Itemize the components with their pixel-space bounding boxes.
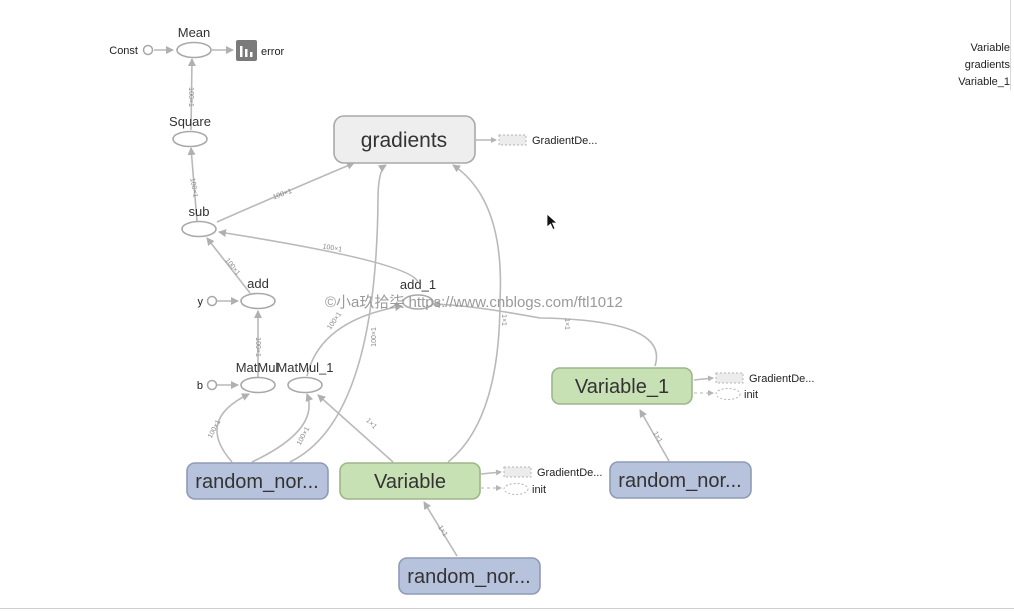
watermark-text: ©小a玖拾柒 https://www.cnblogs.com/ftl1012 bbox=[325, 294, 623, 311]
edge-variable-aux bbox=[480, 469, 502, 476]
edge-label-square-mean: 100×1 bbox=[187, 87, 194, 107]
aux-node-init-variable-label: init bbox=[532, 484, 546, 496]
edge-square-mean bbox=[187, 58, 196, 131]
meta-node-random-normal-2-label: random_nor... bbox=[407, 566, 530, 588]
op-node-matmul[interactable]: MatMul bbox=[236, 360, 279, 394]
meta-node-variable-1[interactable]: Variable_1 bbox=[551, 367, 693, 405]
edge-variable-matmul1 bbox=[317, 394, 394, 463]
edge-add-sub bbox=[206, 237, 251, 294]
op-node-const[interactable]: Const bbox=[109, 44, 154, 57]
edge-random1-matmul bbox=[216, 393, 250, 463]
op-node-add-1-label: add_1 bbox=[400, 277, 436, 292]
op-node-const-label: Const bbox=[109, 45, 138, 57]
aux-node-gradient-descent-gradients-label: GradientDe... bbox=[532, 135, 597, 147]
meta-node-variable[interactable]: Variable bbox=[339, 462, 481, 500]
legend-item-variable-1[interactable]: Variable_1 bbox=[958, 76, 1010, 88]
edge-label-random1-matmul1: 100×1 bbox=[296, 426, 311, 447]
meta-node-gradients[interactable]: gradients bbox=[333, 115, 476, 164]
edge-random2-variable bbox=[423, 501, 458, 557]
legend-panel: Variable gradients Variable_1 bbox=[958, 40, 1010, 91]
edge-variable1-aux bbox=[693, 375, 714, 382]
meta-node-random-normal-3-label: random_nor... bbox=[618, 470, 741, 492]
op-node-b-label: b bbox=[197, 380, 203, 392]
aux-node-gradient-descent-variable[interactable]: GradientDe... bbox=[503, 466, 602, 479]
edge-random1-gradients bbox=[289, 164, 387, 463]
meta-node-random-normal-1-label: random_nor... bbox=[195, 471, 318, 493]
edge-label-matmul-add: 100×1 bbox=[254, 337, 261, 357]
op-node-add[interactable]: add bbox=[240, 276, 276, 310]
edge-label-random3-variable1: 1×1 bbox=[651, 430, 663, 444]
edge-random3-variable1 bbox=[639, 409, 670, 462]
edge-label-sub-square: 100×1 bbox=[188, 177, 198, 198]
edge-label-random1-gradients: 100×1 bbox=[371, 327, 378, 347]
edge-label-random1-matmul: 100×1 bbox=[207, 419, 222, 440]
op-node-mean[interactable]: Mean bbox=[176, 25, 212, 59]
aux-node-init-variable-1[interactable]: init bbox=[715, 388, 758, 402]
op-node-square-label: Square bbox=[169, 114, 211, 129]
op-node-y-label: y bbox=[198, 296, 204, 308]
op-node-add-label: add bbox=[247, 276, 269, 291]
panel-divider bbox=[1010, 0, 1011, 90]
meta-node-gradients-label: gradients bbox=[361, 129, 447, 152]
meta-node-variable-label: Variable bbox=[374, 471, 446, 493]
edge-label-variable-gradients: 1×1 bbox=[500, 314, 507, 326]
aux-node-gradient-descent-gradients[interactable]: GradientDe... bbox=[498, 134, 597, 147]
meta-node-random-normal-1[interactable]: random_nor... bbox=[186, 462, 329, 500]
meta-node-variable-1-label: Variable_1 bbox=[575, 376, 669, 398]
legend-item-gradients[interactable]: gradients bbox=[964, 59, 1010, 71]
op-node-matmul-1[interactable]: MatMul_1 bbox=[276, 360, 334, 394]
meta-node-random-normal-2[interactable]: random_nor... bbox=[398, 557, 541, 595]
meta-node-random-normal-3[interactable]: random_nor... bbox=[609, 461, 752, 499]
op-node-matmul-label: MatMul bbox=[236, 360, 279, 375]
edge-label-add-sub: 100×1 bbox=[223, 257, 241, 277]
op-node-mean-label: Mean bbox=[178, 25, 211, 40]
summary-node-error[interactable]: error bbox=[236, 40, 285, 61]
mouse-cursor-icon bbox=[546, 213, 559, 231]
edge-matmul1-add1 bbox=[306, 303, 403, 377]
edge-random1-matmul1 bbox=[251, 393, 314, 463]
aux-node-gradient-descent-variable-1-label: GradientDe... bbox=[749, 373, 814, 385]
edge-label-sub-gradients: 100×1 bbox=[272, 188, 293, 201]
op-node-matmul-1-label: MatMul_1 bbox=[276, 360, 333, 375]
summary-node-error-label: error bbox=[261, 46, 285, 58]
aux-node-init-variable[interactable]: init bbox=[503, 483, 546, 497]
edge-sub-gradients bbox=[216, 162, 355, 223]
summary-chart-icon bbox=[236, 40, 257, 61]
edge-label-variable1-add1: 1×1 bbox=[563, 318, 570, 330]
edge-label-add1-sub: 100×1 bbox=[322, 243, 343, 253]
aux-node-gradient-descent-variable-label: GradientDe... bbox=[537, 467, 602, 479]
edge-label-variable-matmul1: 1×1 bbox=[364, 417, 377, 430]
op-node-sub-label: sub bbox=[189, 204, 210, 219]
edge-label-random2-variable: 1×1 bbox=[436, 524, 448, 538]
op-node-add-1[interactable]: add_1 bbox=[400, 277, 436, 310]
bottom-border bbox=[0, 608, 1014, 609]
edges bbox=[154, 46, 714, 557]
edge-variable1-add1 bbox=[432, 300, 658, 367]
op-node-sub[interactable]: sub bbox=[181, 204, 217, 238]
aux-node-init-variable-1-label: init bbox=[744, 389, 758, 401]
edge-variable-gradients bbox=[447, 164, 502, 463]
op-node-b[interactable]: b bbox=[197, 379, 218, 392]
op-node-y[interactable]: y bbox=[198, 295, 218, 308]
edge-add1-sub bbox=[218, 229, 419, 283]
edge-sub-square bbox=[187, 147, 198, 222]
legend-item-variable[interactable]: Variable bbox=[970, 42, 1010, 54]
op-node-square[interactable]: Square bbox=[169, 114, 211, 148]
aux-node-gradient-descent-variable-1[interactable]: GradientDe... bbox=[715, 372, 814, 385]
